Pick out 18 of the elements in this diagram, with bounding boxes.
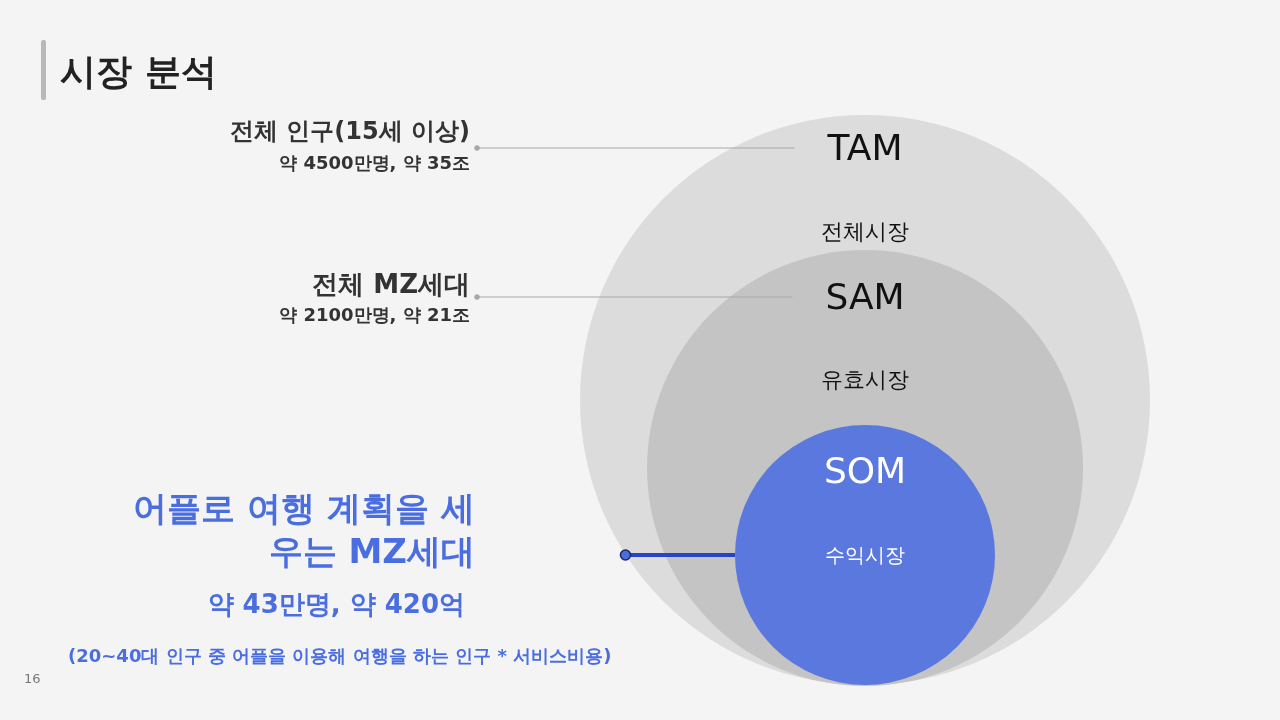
segment-figure: (20~40대 인구 중 어플을 이용해 여행을 하는 인구 * 서비스비용) [68,645,612,668]
segment-name: 전체 MZ세대 [312,268,470,301]
segment-figure: 약 2100만명, 약 21조 [279,304,470,327]
market-acronym: TAM [827,126,903,170]
segment-figure: 약 4500만명, 약 35조 [279,152,470,175]
segment-name: 전체 인구(15세 이상) [229,116,470,146]
market-label: 수익시장 [825,543,905,567]
leader-line [474,294,793,300]
slide-title: 시장 분석 [60,50,217,94]
market-acronym: SAM [825,275,905,319]
market-label: 전체시장 [821,218,909,246]
leader-line [474,145,796,151]
segment-figure: 약 43만명, 약 420억 [207,588,465,621]
market-label: 유효시장 [821,366,909,394]
leader-line [619,549,735,561]
market-acronym: SOM [823,449,907,493]
segment-heading: 어플로 여행 계획을 세우는 MZ세대 [132,487,475,572]
page-number: 16 [24,671,41,686]
